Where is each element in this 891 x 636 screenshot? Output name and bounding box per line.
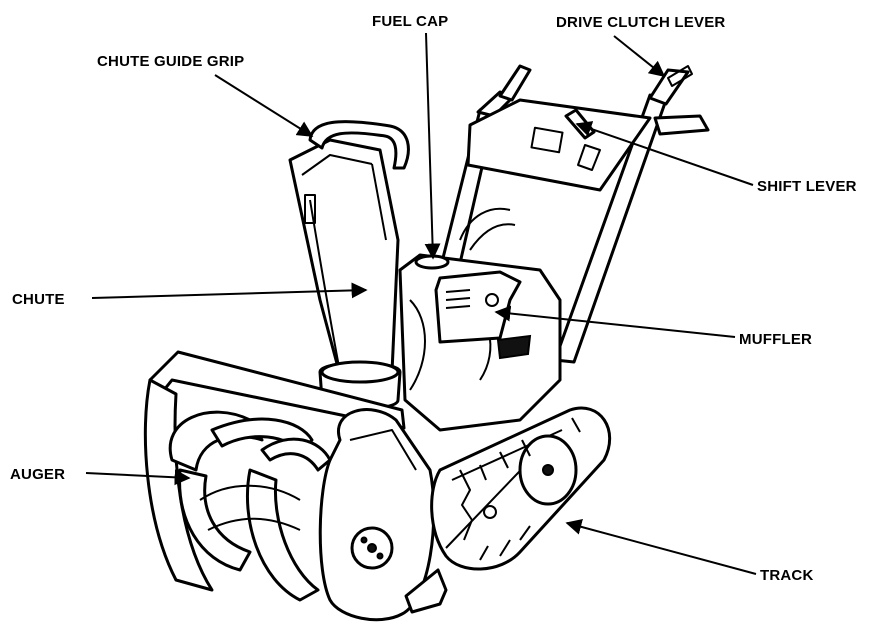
leader-shift-lever [575,121,754,186]
leader-muffler [494,305,736,338]
label-fuel-cap: FUEL CAP [372,13,448,30]
leader-lines [85,32,757,575]
leader-auger [85,469,191,486]
auger-shape [168,410,332,602]
label-muffler: MUFFLER [739,331,812,348]
handlebar-right [553,68,690,364]
label-chute: CHUTE [12,291,65,308]
label-track: TRACK [760,567,814,584]
track-shape [430,406,612,571]
auger-housing [143,350,436,622]
chute-guide-grip-shape [308,120,410,170]
muffler-shape [434,270,532,360]
chute-shape [288,138,402,411]
leader-drive-clutch-lever [613,35,666,77]
callout-labels: FUEL CAP DRIVE CLUTCH LEVER CHUTE GUIDE … [10,13,857,584]
leader-fuel-cap [424,32,441,260]
leader-chute-guide-grip [214,74,314,137]
drive-clutch-lever-shape [667,65,693,87]
label-shift-lever: SHIFT LEVER [757,178,857,195]
leader-chute [91,282,368,299]
leader-track [565,519,757,575]
label-drive-clutch-lever: DRIVE CLUTCH LEVER [556,14,725,31]
label-chute-guide-grip: CHUTE GUIDE GRIP [97,53,244,70]
snowblower-illustration [143,64,710,622]
label-auger: AUGER [10,466,65,483]
control-panel [466,98,652,192]
